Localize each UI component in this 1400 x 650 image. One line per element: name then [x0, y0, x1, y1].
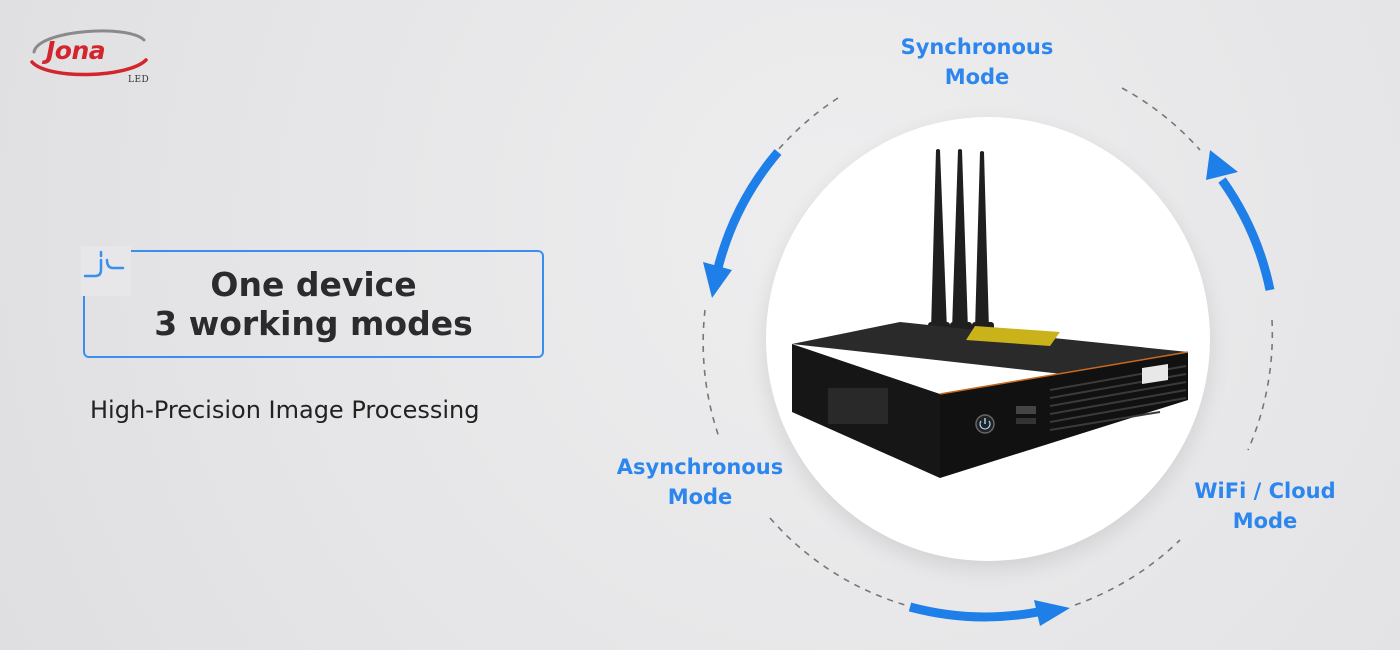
headline-line-1: One device: [210, 265, 417, 304]
dashed-arc-bottom-left: [769, 517, 906, 606]
mode-label-wifi-cloud: WiFi / Cloud Mode: [1172, 476, 1358, 536]
logo-wordmark: Jona: [46, 36, 106, 65]
mode-asynchronous-line2: Mode: [667, 485, 733, 509]
logo-subtext: LED: [128, 75, 150, 85]
dashed-arc-right: [1247, 319, 1274, 451]
dashed-arc-left: [702, 309, 721, 441]
dashed-arc-top-left: [777, 97, 839, 151]
arrow-counterclockwise-left: [703, 149, 782, 298]
arrow-clockwise-right: [1206, 150, 1275, 291]
mode-asynchronous-line1: Asynchronous: [616, 455, 784, 479]
mode-synchronous-line1: Synchronous: [900, 35, 1054, 59]
mode-label-asynchronous: Asynchronous Mode: [600, 452, 800, 512]
brand-logo: Jona LED: [28, 22, 158, 92]
logo-swoosh-icon: [30, 29, 148, 77]
mode-label-synchronous: Synchronous Mode: [884, 32, 1070, 92]
mode-wifi-line2: Mode: [1232, 509, 1298, 533]
mode-wifi-line1: WiFi / Cloud: [1194, 479, 1336, 503]
corner-bracket-icon: [81, 246, 131, 296]
dashed-arc-bottom-right: [1074, 539, 1181, 606]
headline-box: One device 3 working modes: [81, 246, 544, 358]
mode-synchronous-line2: Mode: [944, 65, 1010, 89]
dashed-arc-top-right: [1121, 87, 1201, 151]
subtitle: High-Precision Image Processing: [90, 396, 480, 424]
headline-line-2: 3 working modes: [154, 304, 473, 343]
arrow-bottom-right: [908, 600, 1070, 626]
